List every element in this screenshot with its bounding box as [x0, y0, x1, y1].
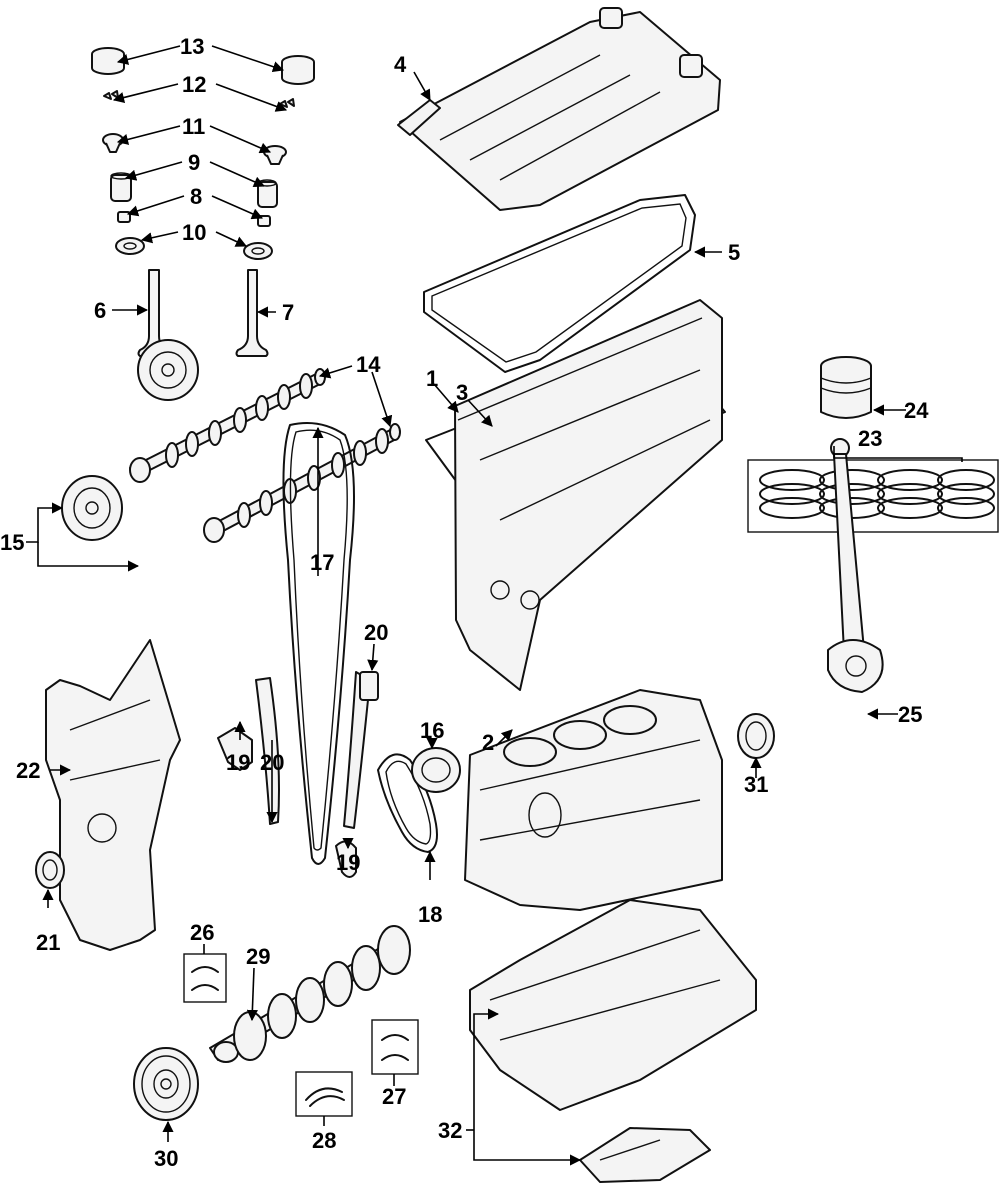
valve-retainer-left [102, 133, 124, 153]
callout-19-upper: 19 [226, 750, 250, 775]
callout-9: 9 [188, 150, 200, 175]
callout-6: 6 [94, 298, 106, 323]
valve-lifter-right [281, 55, 315, 85]
crankshaft-pulley [133, 1047, 199, 1121]
callout-4: 4 [394, 52, 407, 77]
callout-29: 29 [246, 944, 270, 969]
main-bearing-box [183, 953, 227, 1003]
callout-18: 18 [418, 902, 442, 927]
piston-rings-box [747, 459, 999, 533]
callout-11: 11 [182, 114, 205, 139]
oil-pan [469, 899, 757, 1111]
valve-keeper-right [279, 98, 295, 108]
callout-21: 21 [36, 930, 60, 955]
callout-1: 1 [426, 366, 438, 391]
callout-20-lower: 20 [260, 750, 284, 775]
rear-main-seal [737, 713, 775, 759]
thrust-washer [305, 1087, 345, 1107]
callout-3: 3 [456, 380, 468, 405]
callout-23: 23 [858, 426, 882, 451]
valve-washer-right [243, 242, 273, 260]
callout-25: 25 [898, 702, 922, 727]
thrust-bearing [381, 1034, 409, 1061]
piston-ring-set [759, 469, 995, 519]
chain-guide-left [255, 677, 280, 825]
main-bearing [191, 966, 219, 991]
crankshaft [209, 925, 411, 1063]
valve-cover [397, 7, 721, 211]
callout-14: 14 [356, 352, 381, 377]
callout-32: 32 [438, 1118, 462, 1143]
callout-22: 22 [16, 758, 40, 783]
front-crank-seal [35, 851, 65, 889]
valve-lifter-left [91, 47, 125, 75]
callout-24: 24 [904, 398, 929, 423]
callout-20-upper: 20 [364, 620, 388, 645]
callout-7: 7 [282, 300, 294, 325]
valve-cover-gasket [423, 194, 696, 373]
callout-31: 31 [744, 772, 768, 797]
callout-19-lower: 19 [336, 850, 360, 875]
piston [820, 356, 872, 419]
cylinder-head [454, 299, 723, 691]
connecting-rod [827, 438, 884, 693]
oil-pump-chain [377, 753, 438, 853]
vvt-sprocket-lower [137, 339, 199, 401]
callout-10: 10 [182, 220, 206, 245]
callout-2: 2 [482, 730, 494, 755]
callout-15: 15 [0, 530, 24, 555]
valve-spring-right [257, 179, 278, 208]
timing-chain [282, 422, 355, 865]
crankshaft-sprocket [411, 747, 461, 793]
callout-12: 12 [182, 72, 206, 97]
thrust-bearing-box [371, 1019, 419, 1075]
leader-lines [26, 45, 963, 1166]
engine-block [464, 689, 723, 911]
callout-30: 30 [154, 1146, 178, 1171]
oil-pan-cover [579, 1127, 711, 1183]
callout-labels: 13 12 11 9 8 10 6 7 4 5 3 14 15 1 17 20 … [0, 34, 929, 1171]
exhaust-valve [235, 269, 269, 357]
callout-17: 17 [310, 550, 334, 575]
vvt-sprocket-upper [61, 475, 123, 541]
callout-13: 13 [180, 34, 204, 59]
callout-5: 5 [728, 240, 740, 265]
valve-washer-left [115, 237, 145, 255]
callout-16: 16 [420, 718, 444, 743]
camshaft-lower [203, 423, 401, 543]
valve-keeper-left [103, 90, 119, 100]
callout-8: 8 [190, 184, 202, 209]
timing-cover [45, 639, 181, 951]
callout-26: 26 [190, 920, 214, 945]
thrust-washer-box [295, 1071, 353, 1117]
valve-retainer-right [263, 145, 287, 165]
callout-28: 28 [312, 1128, 336, 1153]
callout-27: 27 [382, 1084, 406, 1109]
chain-guide-right [343, 671, 379, 829]
